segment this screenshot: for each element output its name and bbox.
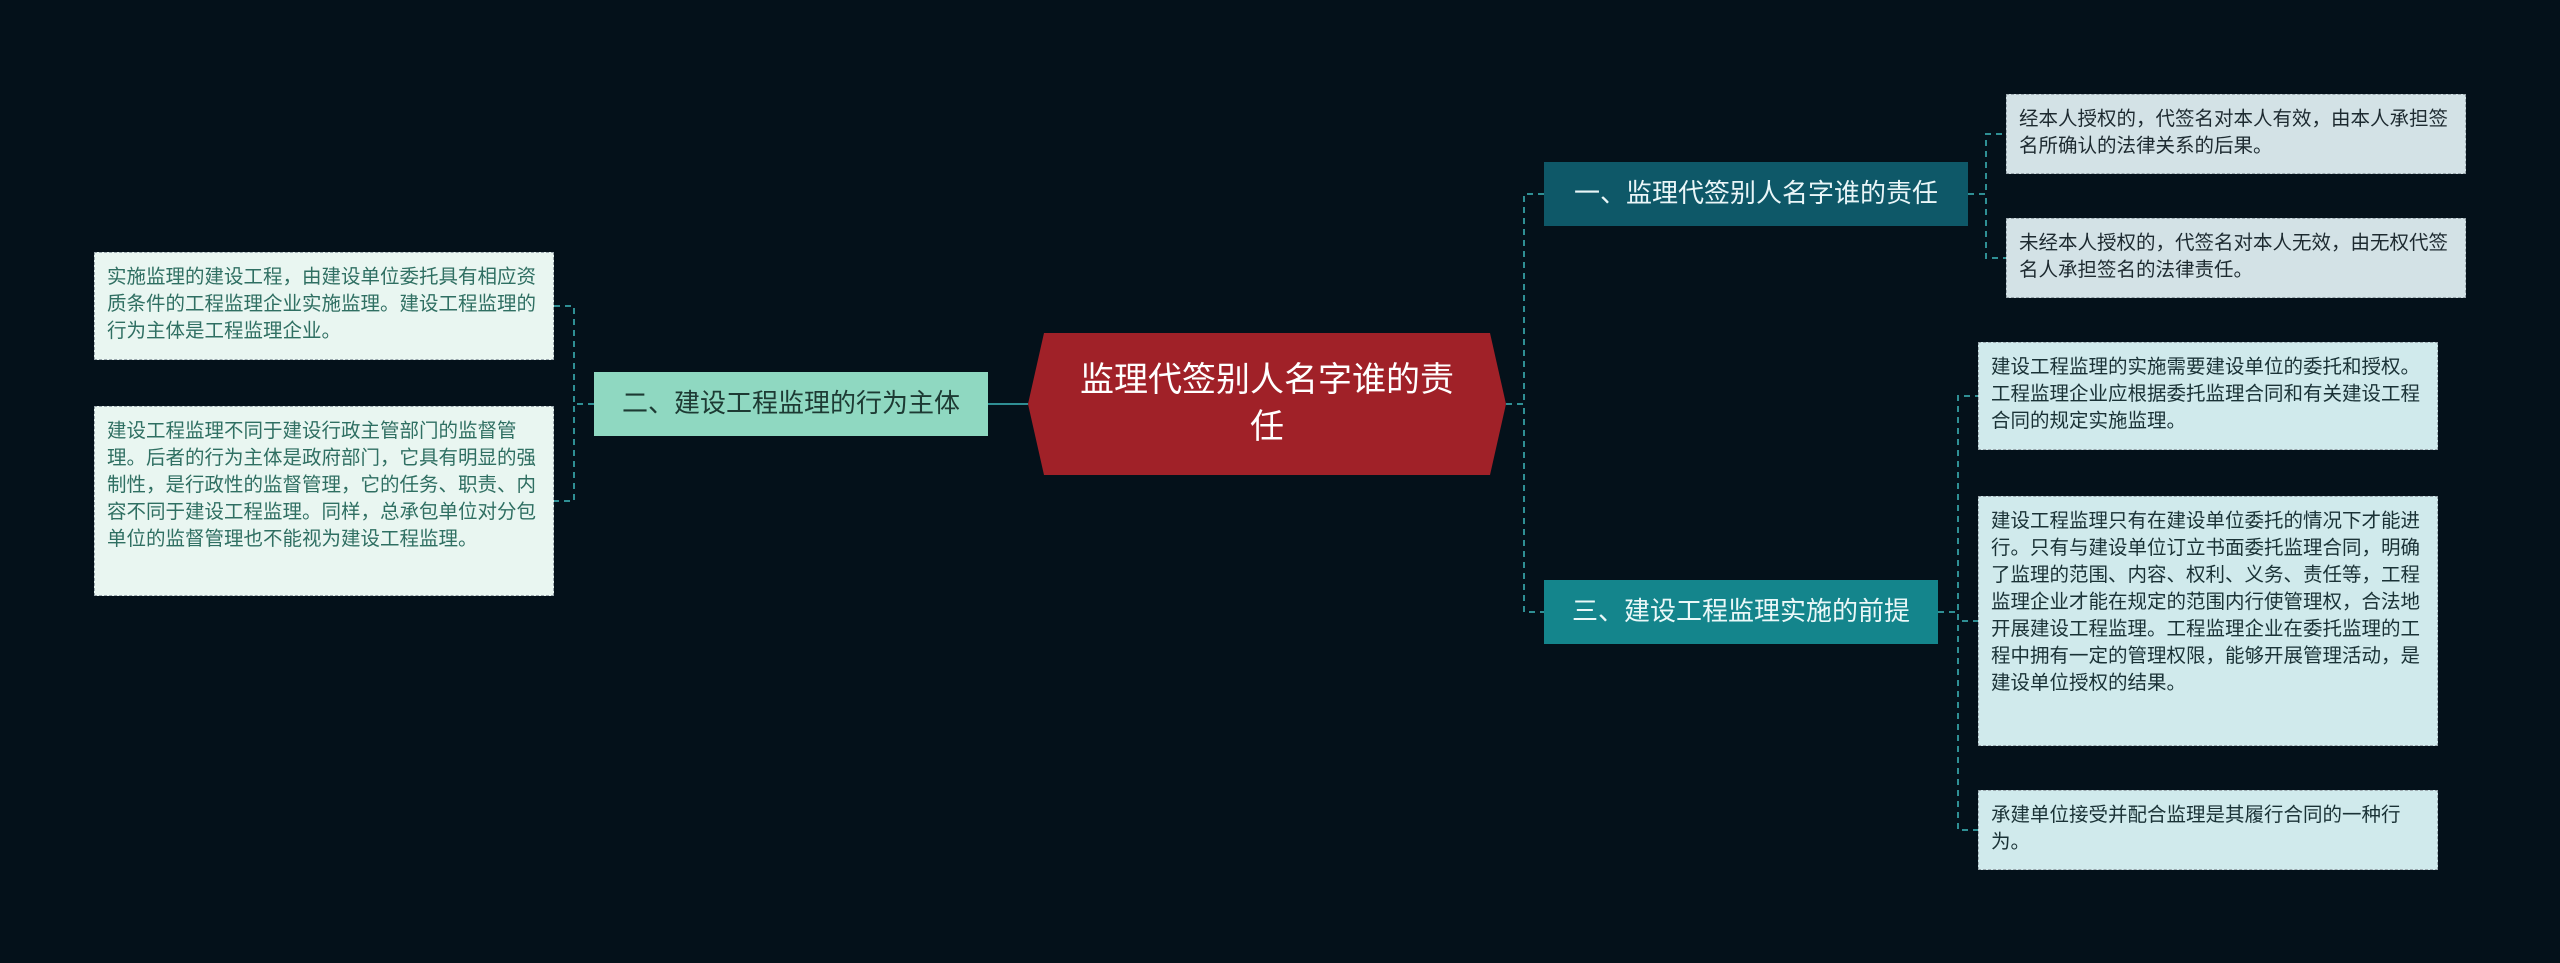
leaf-topic[interactable]: 承建单位接受并配合监理是其履行合同的一种行为。 (1978, 790, 2438, 870)
link-branch1-leaf1 (1968, 133, 2006, 195)
branch-topic-1-label: 一、监理代签别人名字谁的责任 (1573, 179, 1938, 209)
link-branch3-leaf7 (1938, 611, 1978, 831)
root-topic-label: 监理代签别人名字谁的责任 (1080, 360, 1454, 447)
leaf-topic-text: 建设工程监理的实施需要建设单位的委托和授权。工程监理企业应根据委托监理合同和有关… (1991, 355, 2421, 432)
leaf-topic[interactable]: 经本人授权的，代签名对本人有效，由本人承担签名所确认的法律关系的后果。 (2006, 94, 2466, 174)
branch-topic-2-label: 二、建设工程监理的行为主体 (621, 389, 960, 419)
leaf-topic[interactable]: 未经本人授权的，代签名对本人无效，由无权代签名人承担签名的法律责任。 (2006, 218, 2466, 298)
branch-topic-3-label: 三、建设工程监理实施的前提 (1571, 597, 1910, 627)
leaf-topic-text: 经本人授权的，代签名对本人有效，由本人承担签名所确认的法律关系的后果。 (2019, 107, 2449, 157)
link-branch2-leaf4 (554, 403, 594, 502)
leaf-topic[interactable]: 建设工程监理不同于建设行政主管部门的监督管理。后者的行为主体是政府部门，它具有明… (94, 406, 554, 596)
branch-topic-1[interactable]: 一、监理代签别人名字谁的责任 (1544, 162, 1968, 226)
link-branch1-leaf2 (1968, 193, 2006, 259)
link-root-branch1 (1506, 193, 1544, 405)
link-branch3-leaf5 (1938, 395, 1978, 613)
leaf-topic-text: 实施监理的建设工程，由建设单位委托具有相应资质条件的工程监理企业实施监理。建设工… (107, 265, 537, 342)
root-topic[interactable]: 监理代签别人名字谁的责任 (1028, 333, 1506, 475)
link-branch2-leaf3 (554, 305, 594, 405)
branch-topic-2[interactable]: 二、建设工程监理的行为主体 (594, 372, 988, 436)
leaf-topic[interactable]: 建设工程监理的实施需要建设单位的委托和授权。工程监理企业应根据委托监理合同和有关… (1978, 342, 2438, 450)
link-root-branch3 (1506, 403, 1544, 613)
leaf-topic[interactable]: 建设工程监理只有在建设单位委托的情况下才能进行。只有与建设单位订立书面委托监理合… (1978, 496, 2438, 746)
leaf-topic-text: 建设工程监理不同于建设行政主管部门的监督管理。后者的行为主体是政府部门，它具有明… (107, 419, 537, 550)
branch-topic-3[interactable]: 三、建设工程监理实施的前提 (1544, 580, 1938, 644)
leaf-topic-text: 建设工程监理只有在建设单位委托的情况下才能进行。只有与建设单位订立书面委托监理合… (1991, 509, 2421, 694)
leaf-topic-text: 承建单位接受并配合监理是其履行合同的一种行为。 (1991, 803, 2401, 853)
leaf-topic-text: 未经本人授权的，代签名对本人无效，由无权代签名人承担签名的法律责任。 (2019, 231, 2449, 281)
leaf-topic[interactable]: 实施监理的建设工程，由建设单位委托具有相应资质条件的工程监理企业实施监理。建设工… (94, 252, 554, 360)
